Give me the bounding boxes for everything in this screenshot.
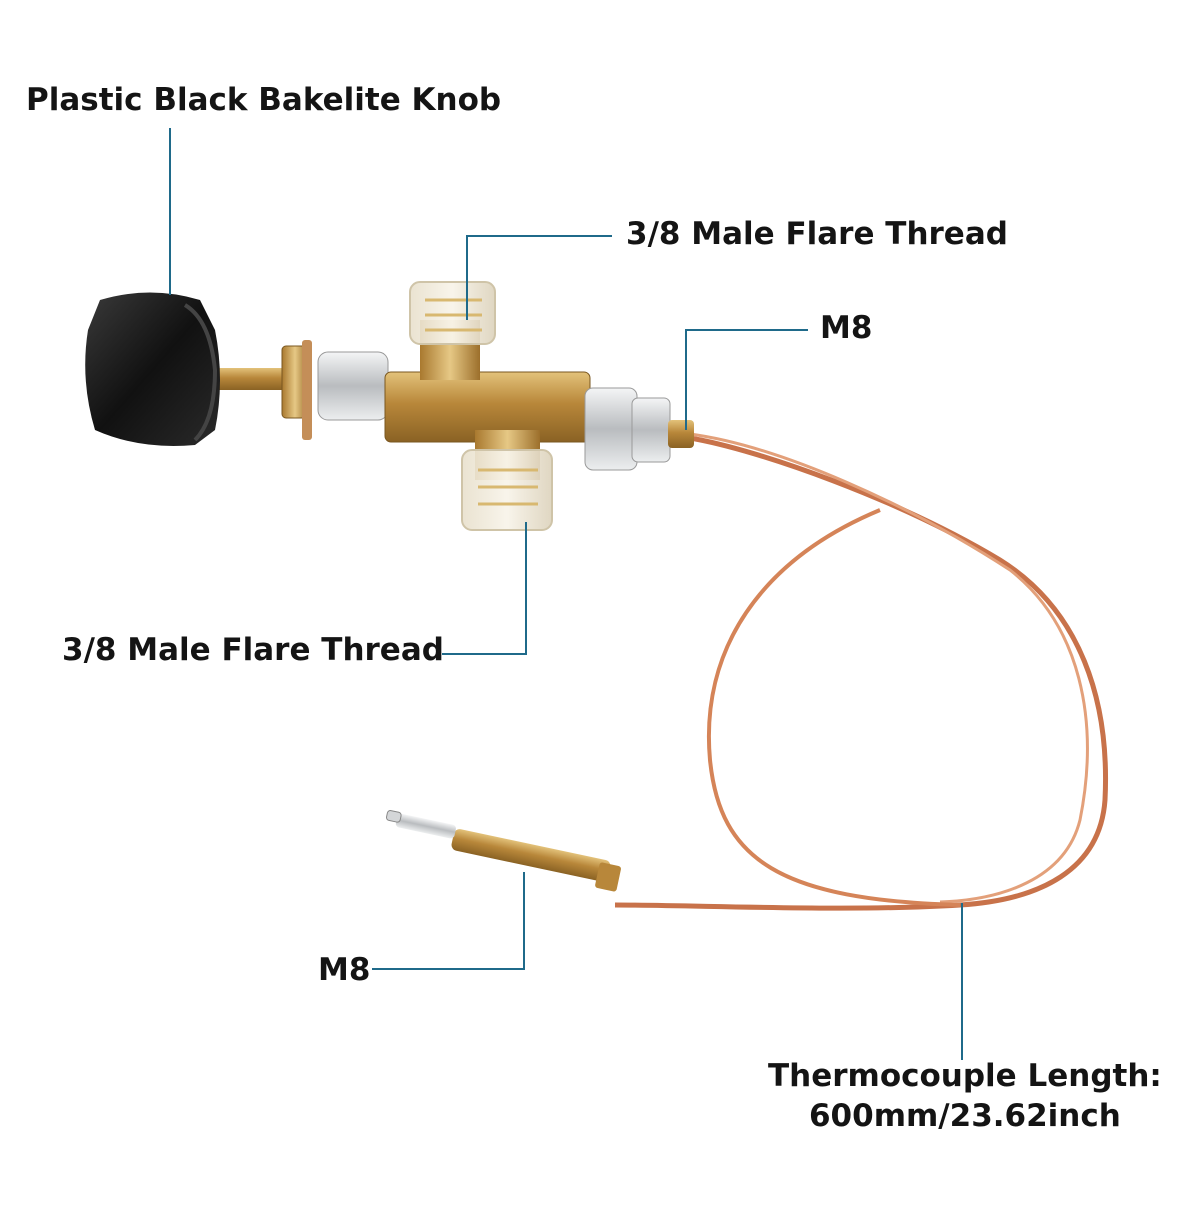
washer	[302, 340, 312, 440]
m8-probe-label: M8	[318, 952, 371, 988]
m8-valve-label: M8	[820, 310, 873, 346]
flare-thread-bottom-label: 3/8 Male Flare Thread	[62, 632, 444, 668]
thermocouple-tube	[614, 432, 1109, 911]
flare-thread-top-label: 3/8 Male Flare Thread	[626, 216, 1008, 252]
top-flare-fitting	[409, 281, 496, 380]
bakelite-knob	[85, 292, 220, 446]
thermocouple-length-line2: 600mm/23.62inch	[808, 1098, 1121, 1134]
leader-flare-top	[466, 235, 612, 320]
knob-label: Plastic Black Bakelite Knob	[26, 82, 502, 118]
thermocouple-length-label: Thermocouple Length: 600mm/23.62inch	[768, 1056, 1162, 1136]
thermocouple-length-line1: Thermocouple Length:	[768, 1058, 1162, 1094]
bottom-flare-fitting	[461, 430, 553, 531]
leader-flare-bottom	[442, 522, 527, 655]
leader-lines	[169, 128, 963, 1060]
chrome-collar	[317, 351, 389, 421]
leader-m8-probe	[372, 872, 525, 970]
thermocouple-probe	[385, 810, 621, 892]
thermocouple-nut	[584, 387, 694, 471]
leader-m8-valve	[685, 329, 808, 430]
